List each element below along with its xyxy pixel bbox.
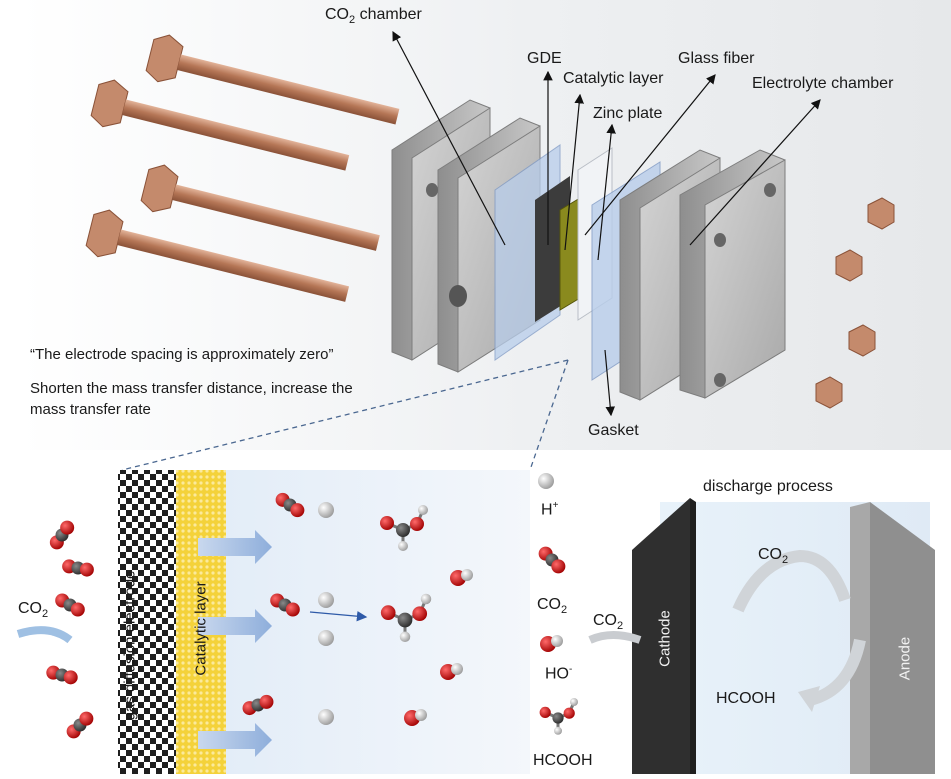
discharge-hcooh: HCOOH [716,690,776,707]
gasket-label: Gasket [588,422,639,439]
oxygen-atom [79,562,94,577]
hydrogen-atom [554,726,562,735]
bolt [85,209,350,302]
electrolyte-chamber-plates [619,149,786,401]
oxygen-atom [380,516,394,530]
co2-chamber-subscript: 2 [349,14,356,27]
legend-ho: HO- [545,664,572,683]
hydrogen-ion [318,709,334,725]
bolts [85,34,400,302]
oxygen-atom [259,694,274,709]
bolt [140,164,380,251]
co2-chamber-label: CO2 chamber [325,6,422,26]
oxygen-atom [380,605,396,621]
zoom-lines [121,359,569,471]
oxygen-atom [290,503,305,518]
co2-inflow-text: CO [18,600,42,617]
hydrogen-atom [399,631,411,643]
electrode-spacing-note: “The electrode spacing is approximately … [30,346,334,363]
co2-inflow-label: CO2 [18,600,48,620]
electrolyte-region [226,470,530,774]
hydrogen-atom [415,709,427,721]
discharge-co2-inflow-sub: 2 [617,620,624,633]
legend-h-plus: H+ [541,500,558,519]
hydrogen-atom [451,663,463,675]
discharge-co2-cycle-text: CO [758,546,782,563]
legend-h-plus-text: H [541,501,553,519]
co2-inflow-discharge [588,631,642,644]
zinc-plate-label: Zinc plate [593,105,663,122]
gde-label: GDE [527,50,562,67]
hydrogen-atom [420,593,432,605]
hydrogen-ion [318,630,334,646]
catalytic-vertical-label: Catalytic layer [192,581,210,676]
bolt [145,34,400,125]
oxygen-atom [60,520,75,535]
cathode-label: Cathode [656,610,674,667]
discharge-co2-cycle: CO2 [758,546,788,566]
hydrogen-atom [398,541,408,551]
discharge-co2-inflow-text: CO [593,612,617,629]
oxygen-atom [70,602,85,617]
hydrogen-atom [551,635,563,647]
catalytic-layer-label: Catalytic layer [563,70,664,87]
oxygen-atom [551,559,566,574]
co2-inflow-arrow [16,626,73,644]
oxygen-atom [285,602,300,617]
hydrogen-ion [318,592,334,608]
oxygen-atom [539,706,551,719]
legend-co2-subscript: 2 [561,604,568,617]
cycle-arrow-bottom [808,638,866,706]
co2-chamber-text: CO [325,6,349,23]
nuts [815,197,895,409]
hydrogen-ion [538,473,554,489]
mass-transfer-note-line2: mass transfer rate [30,401,151,418]
discharge-co2-inflow: CO2 [593,612,623,632]
carbon-atom [397,612,413,628]
hydrogen-ion [318,502,334,518]
hydrogen-atom [418,505,428,515]
cycle-arrow-top [732,549,851,613]
legend-co2-text: CO [537,596,561,613]
discharge-co2-cycle-sub: 2 [782,554,789,567]
carbon-atom [396,523,410,537]
callout-arrows [392,30,821,417]
mass-transfer-note-line1: Shorten the mass transfer distance, incr… [30,380,353,397]
legend-ho-text: HO [545,665,569,683]
oxygen-atom [563,707,575,719]
glass-fiber-label: Glass fiber [678,50,755,67]
legend-co2: CO2 [537,596,567,616]
gas-diffusion-layer [118,470,176,774]
molecules [46,473,578,739]
electrolyte-chamber-label: Electrolyte chamber [752,75,894,92]
cathode-side [632,498,690,774]
reaction-arrow [309,611,368,622]
gde-vertical-label: gas diffusion electrode [121,570,139,721]
hydrogen-atom [461,569,473,581]
co2-chamber-text-tail: chamber [355,6,422,23]
transfer-arrows [198,530,272,757]
legend-ho-sup: - [569,664,573,675]
oxygen-atom [410,517,424,531]
legend-hcooh: HCOOH [533,752,593,769]
discharge-title: discharge process [703,478,833,495]
hydrogen-atom [570,698,578,706]
oxygen-atom [63,670,78,685]
carbon-atom [552,712,564,724]
anode-side [870,502,935,774]
anode-label: Anode [896,636,914,681]
co2-inflow-subscript: 2 [42,608,49,621]
legend-h-plus-sup: + [552,500,559,511]
bolt [90,79,350,171]
oxygen-atom [79,711,94,726]
oxygen-atom [412,606,428,622]
